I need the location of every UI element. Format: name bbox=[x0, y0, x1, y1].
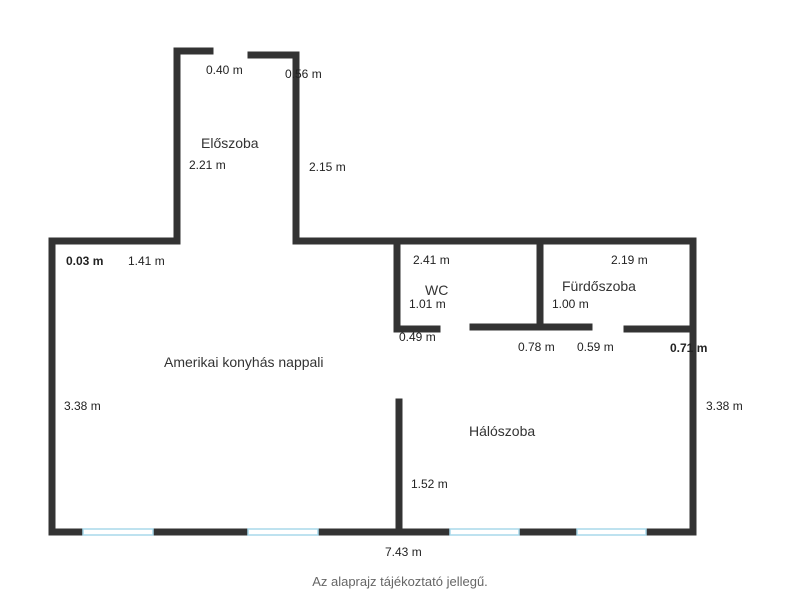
dim-partition-height: 1.52 m bbox=[411, 477, 448, 491]
dim-right-stub: 0.71 m bbox=[670, 341, 708, 355]
window-3 bbox=[449, 528, 520, 536]
hallway-right-wall bbox=[247, 51, 697, 536]
room-label-living: Amerikai konyhás nappali bbox=[164, 354, 324, 370]
dim-hallway-right-height: 2.15 m bbox=[309, 160, 346, 174]
dim-wc-height: 1.01 m bbox=[409, 297, 446, 311]
windows bbox=[82, 528, 647, 536]
dim-living-top-left: 1.41 m bbox=[128, 254, 165, 268]
dim-wc-door: 0.49 m bbox=[399, 330, 436, 344]
dim-bath-door: 0.59 m bbox=[577, 340, 614, 354]
dim-wc-top: 2.41 m bbox=[413, 253, 450, 267]
room-label-bedroom: Hálószoba bbox=[469, 423, 536, 439]
disclaimer-text: Az alaprajz tájékoztató jellegű. bbox=[312, 574, 488, 589]
dim-bath-wall: 0.78 m bbox=[518, 340, 555, 354]
room-label-bathroom: Fürdőszoba bbox=[562, 278, 636, 294]
dim-right-height: 3.38 m bbox=[706, 399, 743, 413]
window-4 bbox=[576, 528, 647, 536]
dim-entry-gap-left: 0.40 m bbox=[206, 63, 243, 77]
dim-corner-left: 0.03 m bbox=[66, 254, 104, 268]
window-2 bbox=[247, 528, 319, 536]
walls bbox=[48, 47, 697, 536]
dim-bathroom-top: 2.19 m bbox=[611, 253, 648, 267]
room-label-wc: WC bbox=[425, 282, 449, 298]
dim-bathroom-height: 1.00 m bbox=[552, 297, 589, 311]
hallway-left-wall bbox=[48, 47, 214, 536]
room-label-hallway: Előszoba bbox=[201, 135, 259, 151]
wc-wall bbox=[393, 237, 441, 333]
dim-hallway-left-height: 2.21 m bbox=[189, 158, 226, 172]
window-1 bbox=[82, 528, 154, 536]
dim-entry-right: 0.56 m bbox=[285, 67, 322, 81]
dim-bottom-width: 7.43 m bbox=[385, 545, 422, 559]
dim-left-height: 3.38 m bbox=[64, 399, 101, 413]
